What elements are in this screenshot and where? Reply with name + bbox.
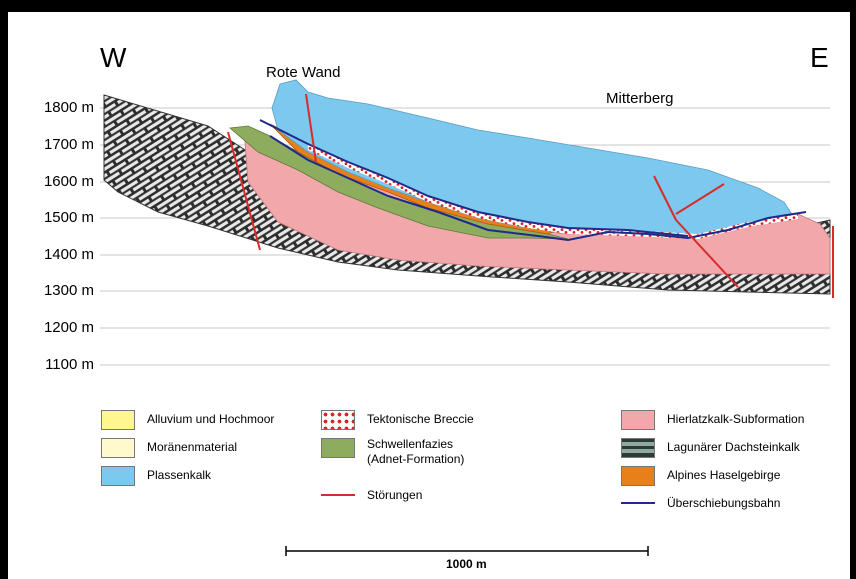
schwellen-legend-text-1: Schwellenfazies [367, 437, 454, 451]
haselgebirge-swatch [621, 466, 655, 486]
plassenkalk-layer [271, 79, 794, 239]
schwellen-legend-text-2: (Adnet-Formation) [367, 452, 465, 466]
breccie-swatch [321, 410, 355, 430]
hierlatz-swatch [621, 410, 655, 430]
ueberschiebung-legend-text: Überschiebungsbahn [667, 496, 781, 510]
elevation-label: 1600 m [43, 173, 94, 190]
elevation-label: 1300 m [43, 282, 94, 299]
plassenkalk-swatch [101, 466, 135, 486]
elevation-label: 1400 m [43, 246, 94, 263]
stoerung-legend-text: Störungen [367, 488, 423, 502]
breccie-legend-text: Tektonische Breccie [367, 412, 474, 426]
faults [227, 93, 834, 298]
elevation-label: 1200 m [43, 319, 94, 336]
ueberschiebung-line-lower [269, 135, 807, 242]
west-label: W [100, 42, 127, 73]
moraene-swatch [101, 438, 135, 458]
cross-section-panel: W E Rote Wand Mitterberg 1800 m 1700 m 1… [8, 12, 850, 579]
rote-wand-label: Rote Wand [266, 64, 341, 81]
mitterberg-label: Mitterberg [606, 90, 674, 107]
elevation-label: 1500 m [43, 209, 94, 226]
dachstein-legend-text: Lagunärer Dachsteinkalk [667, 440, 800, 454]
schwellenfazies-layer [229, 125, 569, 240]
stoerung-swatch [321, 494, 355, 496]
dachstein-swatch [621, 438, 655, 458]
scale-bar [285, 546, 649, 556]
elevation-label: 1700 m [43, 136, 94, 153]
ueberschiebung-line-upper [259, 119, 689, 237]
alluvium-swatch [101, 410, 135, 430]
elevation-label: 1800 m [43, 99, 94, 116]
breccie-band [308, 144, 798, 239]
scale-bar-label: 1000 m [446, 557, 487, 571]
moraene-legend-text: Moränenmaterial [147, 440, 238, 454]
cross-section-svg [100, 79, 834, 556]
schwellen-swatch [321, 438, 355, 458]
east-label: E [810, 42, 829, 73]
haselgebirge-legend-text: Alpines Haselgebirge [667, 468, 781, 482]
alluvium-legend-text: Alluvium und Hochmoor [147, 412, 275, 426]
elevation-label: 1100 m [45, 356, 94, 373]
hierlatz-legend-text: Hierlatzkalk-Subformation [667, 412, 805, 426]
plassenkalk-legend-text: Plassenkalk [147, 468, 212, 482]
ueberschiebung-swatch [621, 502, 655, 504]
